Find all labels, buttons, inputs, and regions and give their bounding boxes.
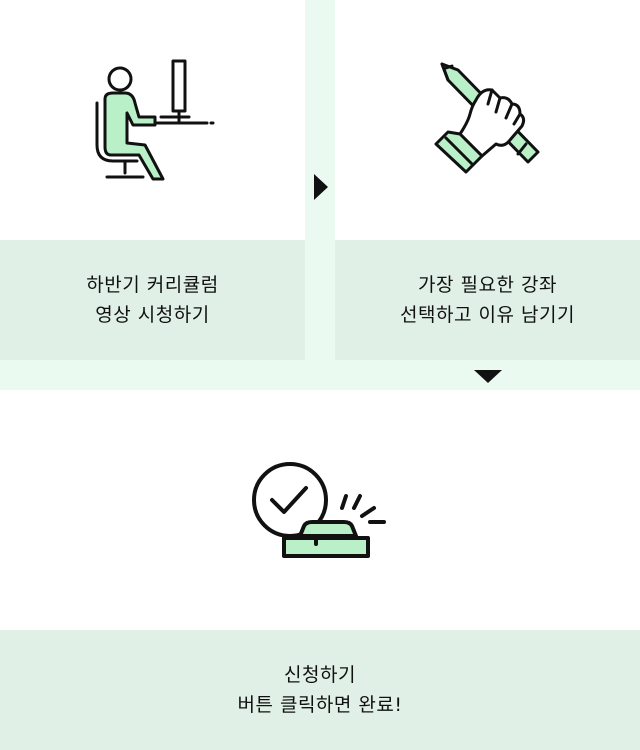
step-1-caption: 하반기 커리큘럼 영상 시청하기 (0, 240, 305, 360)
step-3-caption: 신청하기 버튼 클릭하면 완료! (0, 630, 640, 750)
arrow-right-icon (314, 174, 328, 200)
arrow-down-icon (474, 370, 502, 383)
step-2-line-1: 가장 필요한 강좌 (418, 274, 557, 296)
step-3-line-1: 신청하기 (284, 664, 356, 686)
step-1-line-1: 하반기 커리큘럼 (86, 274, 219, 296)
step-2-line-2: 선택하고 이유 남기기 (400, 304, 575, 326)
step-3-line-2: 버튼 클릭하면 완료! (237, 694, 403, 716)
step-1-line-2: 영상 시청하기 (95, 304, 210, 326)
person-at-computer-icon (95, 59, 215, 181)
step-2-caption: 가장 필요한 강좌 선택하고 이유 남기기 (335, 240, 640, 360)
check-button-press-icon (252, 462, 386, 558)
hand-with-pencil-icon (434, 62, 540, 174)
